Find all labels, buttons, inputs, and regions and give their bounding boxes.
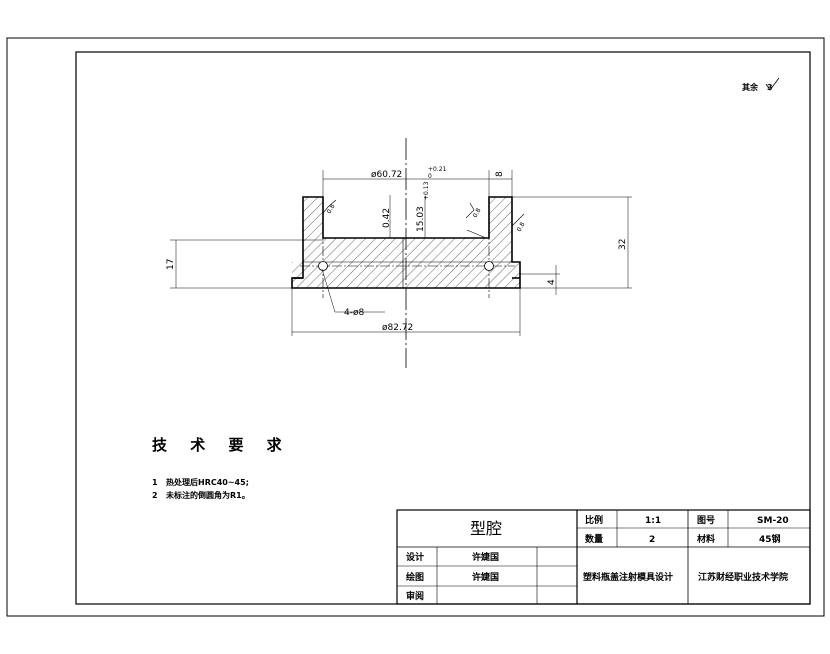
school-name: 江苏财经职业技术学院 xyxy=(698,571,788,583)
material-label: 材料 xyxy=(696,533,715,545)
drawing-no-label: 图号 xyxy=(697,515,715,526)
design-label: 设计 xyxy=(406,551,424,563)
tech-req-2-text: 未标注的倒圆角为R1。 xyxy=(165,490,250,500)
scale-label: 比例 xyxy=(585,514,603,526)
dim-pocket-tol: +0.13 xyxy=(423,181,430,200)
tech-req-title: 技 术 要 求 xyxy=(152,436,291,454)
roughness-leader xyxy=(466,229,487,239)
dim-left-height: 17 xyxy=(166,259,176,270)
roughness-note: 其余 xyxy=(742,82,759,92)
outer-border xyxy=(6,37,825,617)
title-block xyxy=(396,509,811,605)
section-hatch xyxy=(292,197,520,288)
roughness-mark-left xyxy=(322,199,337,214)
roughness-mark-right xyxy=(511,213,525,227)
dim-pocket-depth: 15.03 xyxy=(416,206,426,232)
leader-holes xyxy=(321,268,385,313)
project-title: 塑料瓶盖注射模具设计 xyxy=(583,571,673,583)
tech-req-1-num: 1 xyxy=(152,478,158,487)
roughness-mark-mid xyxy=(465,202,475,219)
roughness-symbol xyxy=(765,77,780,91)
hole-left xyxy=(318,261,328,271)
dim-total-height: 32 xyxy=(618,239,628,250)
dim-top-tol-lower: 0 xyxy=(428,173,432,180)
tech-req-2-num: 2 xyxy=(152,491,158,500)
dim-top-tol-upper: +0.21 xyxy=(428,166,447,173)
scale-value: 1:1 xyxy=(645,516,661,526)
qty-label: 数量 xyxy=(585,533,603,545)
dim-holes: 4-ø8 xyxy=(344,308,364,318)
material-value: 45钢 xyxy=(759,533,781,545)
qty-value: 2 xyxy=(649,535,655,545)
dim-bottom-diameter: ø82.72 xyxy=(382,323,413,333)
tech-req-1-text: 热处理后HRC40~45; xyxy=(166,477,249,487)
dim-top-diameter: ø60.72 xyxy=(371,170,402,180)
dim-thin-height: 0.42 xyxy=(382,208,392,228)
dim-slot-width: 8 xyxy=(495,171,505,177)
part-name: 型腔 xyxy=(470,519,502,538)
hole-right xyxy=(484,261,494,271)
roughness-value-right: 0.8 xyxy=(516,221,527,233)
draw-name: 许婕国 xyxy=(472,571,499,583)
roughness-note-symbol: 3 xyxy=(767,83,773,92)
review-label: 审阅 xyxy=(406,590,424,602)
roughness-value-mid: 0.8 xyxy=(472,207,483,219)
dim-bottom-step: 4 xyxy=(547,279,557,285)
draw-label: 绘图 xyxy=(406,571,424,583)
design-name: 许婕国 xyxy=(472,551,499,563)
drawing-no-value: SM-20 xyxy=(757,516,789,526)
roughness-value-left: 0.8 xyxy=(326,203,337,215)
